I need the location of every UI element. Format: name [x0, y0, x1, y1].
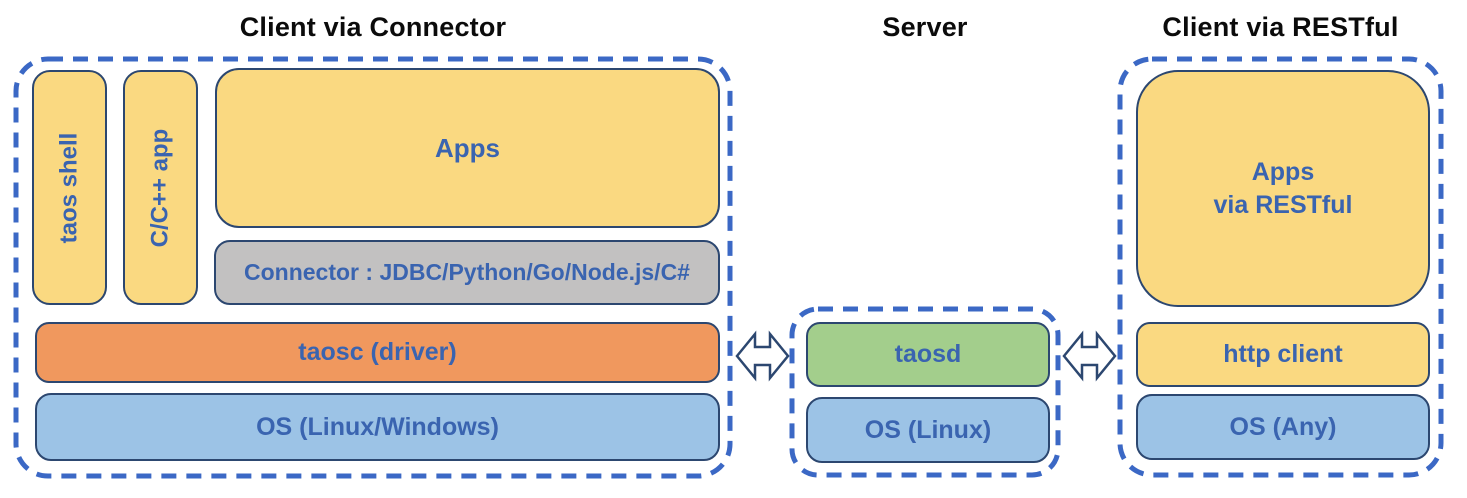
server-group-border: [789, 306, 1061, 478]
http-client-box: http client: [1136, 322, 1430, 387]
taos-shell-label: taos shell: [55, 132, 83, 243]
os-linux-label: OS (Linux): [864, 415, 992, 444]
http-client-label: http client: [1223, 340, 1343, 368]
apps-box: Apps: [215, 68, 720, 228]
taos-shell-box: taos shell: [32, 70, 107, 305]
taosc-driver-label: taosc (driver): [298, 338, 457, 366]
connector-box: Connector : JDBC/Python/Go/Node.js/C#: [214, 240, 720, 305]
cpp-app-box: C/C++ app: [123, 70, 198, 305]
client-connector-title: Client via Connector: [239, 12, 507, 42]
taosc-driver-box: taosc (driver): [35, 322, 720, 383]
os-linux-windows-box: OS (Linux/Windows): [35, 393, 720, 461]
client-connector-group-border: [13, 56, 733, 479]
os-any-box: OS (Any): [1136, 394, 1430, 460]
apps-via-restful-label: Apps via RESTful: [1214, 156, 1353, 222]
cpp-app-label: C/C++ app: [146, 128, 174, 247]
apps-label: Apps: [435, 132, 500, 163]
client-restful-group-border: [1117, 56, 1444, 478]
apps-via-restful-box: Apps via RESTful: [1136, 70, 1430, 307]
os-any-label: OS (Any): [1229, 412, 1337, 441]
apps-via-restful-line2: via RESTful: [1213, 190, 1353, 219]
taosd-label: taosd: [894, 340, 962, 368]
server-title: Server: [882, 12, 968, 42]
os-linux-box: OS (Linux): [806, 397, 1050, 463]
bidirectional-arrow-icon: [735, 330, 790, 382]
taosd-box: taosd: [806, 322, 1050, 387]
bidirectional-arrow-icon: [1062, 330, 1117, 382]
os-linux-windows-label: OS (Linux/Windows): [256, 412, 499, 441]
connector-label: Connector : JDBC/Python/Go/Node.js/C#: [244, 259, 690, 285]
apps-via-restful-line1: Apps: [1251, 157, 1315, 186]
client-restful-title: Client via RESTful: [1162, 12, 1399, 42]
